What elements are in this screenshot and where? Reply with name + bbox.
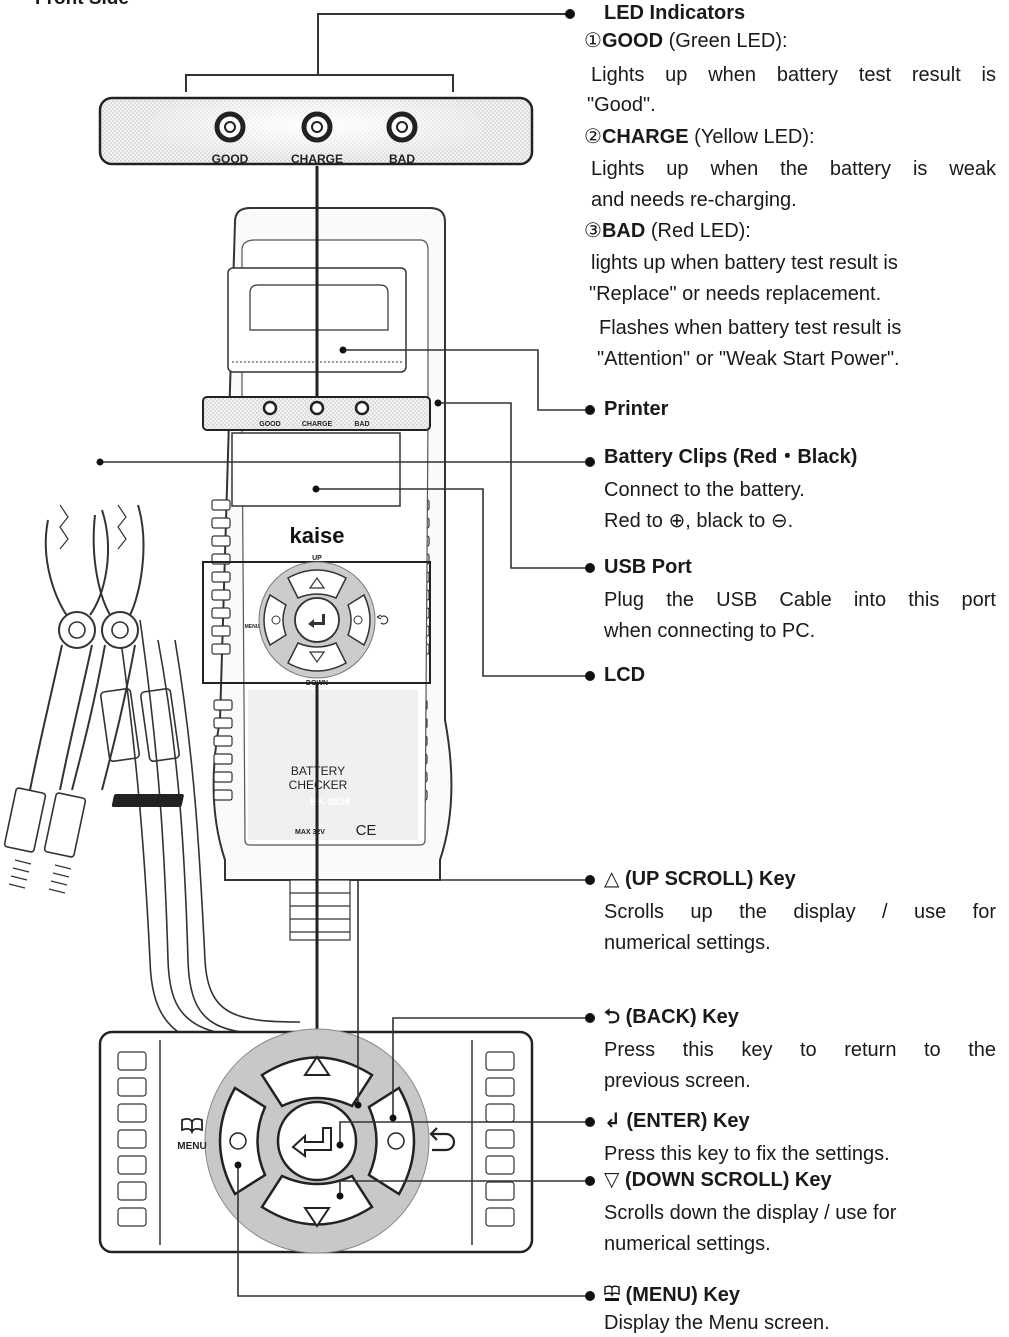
led-good-desc-2: "Good". [587,94,656,116]
led-bad-desc-3: Flashes when battery test result is [599,317,902,339]
rating-text: MAX 32V [295,829,325,836]
device-keypad [202,561,431,684]
usb-port-desc-1: Plug the USB Cable into this port [604,589,996,611]
led-charge-desc-2: and needs re-charging. [591,189,797,211]
led-bad-desc-4: "Attention" or "Weak Start Power". [597,348,900,370]
led-charge-desc-1: Lights up when the battery is weak [591,158,996,180]
device-led-label-bad: BAD [354,421,369,428]
device-key-up-label: UP [312,555,322,562]
led-good-desc-1: Lights up when battery test result is [591,64,996,86]
book-menu-icon [181,1117,203,1135]
led-bad [386,111,418,143]
printer-title: Printer [604,398,669,420]
led-good-heading: ①GOOD (Green LED): [584,28,788,54]
enter-key-desc-1: Press this key to fix the settings. [604,1143,890,1165]
led-bad-number: ③ [584,220,602,242]
down-key[interactable] [260,1174,374,1226]
menu-key-title-text: (MENU) Key [625,1284,741,1306]
leader-lines [100,349,590,1297]
led-bad-heading: ③BAD (Red LED): [584,218,751,244]
model-number: BK-8538 [310,797,350,808]
battery-clips-desc-2: Red to ⊕, black to ⊖. [604,510,794,532]
menu-key-label: MENU [177,1141,206,1152]
brand-logo: kaise [289,523,344,548]
up-arrow-icon [303,1055,331,1076]
enter-key-title: ↲ (ENTER) Key [604,1110,750,1132]
section-title: Front Side [35,0,129,10]
led-charge [301,111,333,143]
led-bad-detail: (Red LED): [645,220,751,242]
menu-key-dot-icon [229,1132,247,1150]
device-led-row [202,396,431,431]
led-bad-desc-1: lights up when battery test result is [591,252,898,274]
model-badge [111,794,184,807]
back-key-desc-2: previous screen. [604,1070,751,1092]
back-key-dot-icon [387,1132,405,1150]
down-key-desc-2: numerical settings. [604,1233,771,1255]
up-key-desc-2: numerical settings. [604,932,771,954]
leader-bullets [96,9,595,1301]
up-key-title: △ (UP SCROLL) Key [604,868,796,890]
battery-clips-title: Battery Clips (Red・Black) [604,446,858,468]
led-label-bad: BAD [389,152,415,166]
device-led-label-good: GOOD [259,421,280,428]
battery-clips-desc-1: Connect to the battery. [604,479,805,501]
led-good [214,111,246,143]
led-charge-heading: ②CHARGE (Yellow LED): [584,124,815,150]
down-key-title: ▽ (DOWN SCROLL) Key [604,1169,832,1191]
lcd-screen [231,432,401,507]
back-key-desc-1: Press this key to return to the [604,1039,996,1061]
ce-mark: CE [356,822,377,839]
usb-port-desc-2: when connecting to PC. [604,620,816,642]
up-key[interactable] [260,1056,374,1108]
led-charge-number: ② [584,126,602,148]
lcd-title: LCD [604,664,646,686]
device-led-label-charge: CHARGE [302,421,333,428]
battery-clips [3,504,321,1056]
back-key-title: ⮌ (BACK) Key [604,1006,739,1028]
led-bad-desc-2: "Replace" or needs replacement. [589,283,882,305]
device-key-menu-label: MENU [245,624,260,630]
down-arrow-icon [303,1207,331,1228]
menu-key-desc-1: Display the Menu screen. [604,1312,830,1334]
led-label-good: GOOD [212,152,249,166]
back-arrow-icon [429,1127,456,1152]
lower-face [248,690,418,840]
device-key-down-label: DOWN [306,680,328,687]
menu-key-title: (MENU) Key [604,1282,740,1308]
led-charge-name: CHARGE [601,126,689,148]
led-good-name: GOOD [601,30,664,52]
menu-book-icon [604,1285,620,1301]
led-bad-name: BAD [601,220,646,242]
led-label-charge: CHARGE [291,152,343,166]
enter-icon [291,1127,332,1158]
led-charge-detail: (Yellow LED): [688,126,815,148]
down-key-desc-1: Scrolls down the display / use for [604,1202,897,1224]
led-good-number: ① [584,30,602,52]
up-key-desc-1: Scrolls up the display / use for [604,901,996,923]
usb-port-title: USB Port [604,556,692,578]
led-indicators-title: LED Indicators [604,2,746,24]
led-good-detail: (Green LED): [663,30,788,52]
led-zoom-panel [98,13,570,166]
